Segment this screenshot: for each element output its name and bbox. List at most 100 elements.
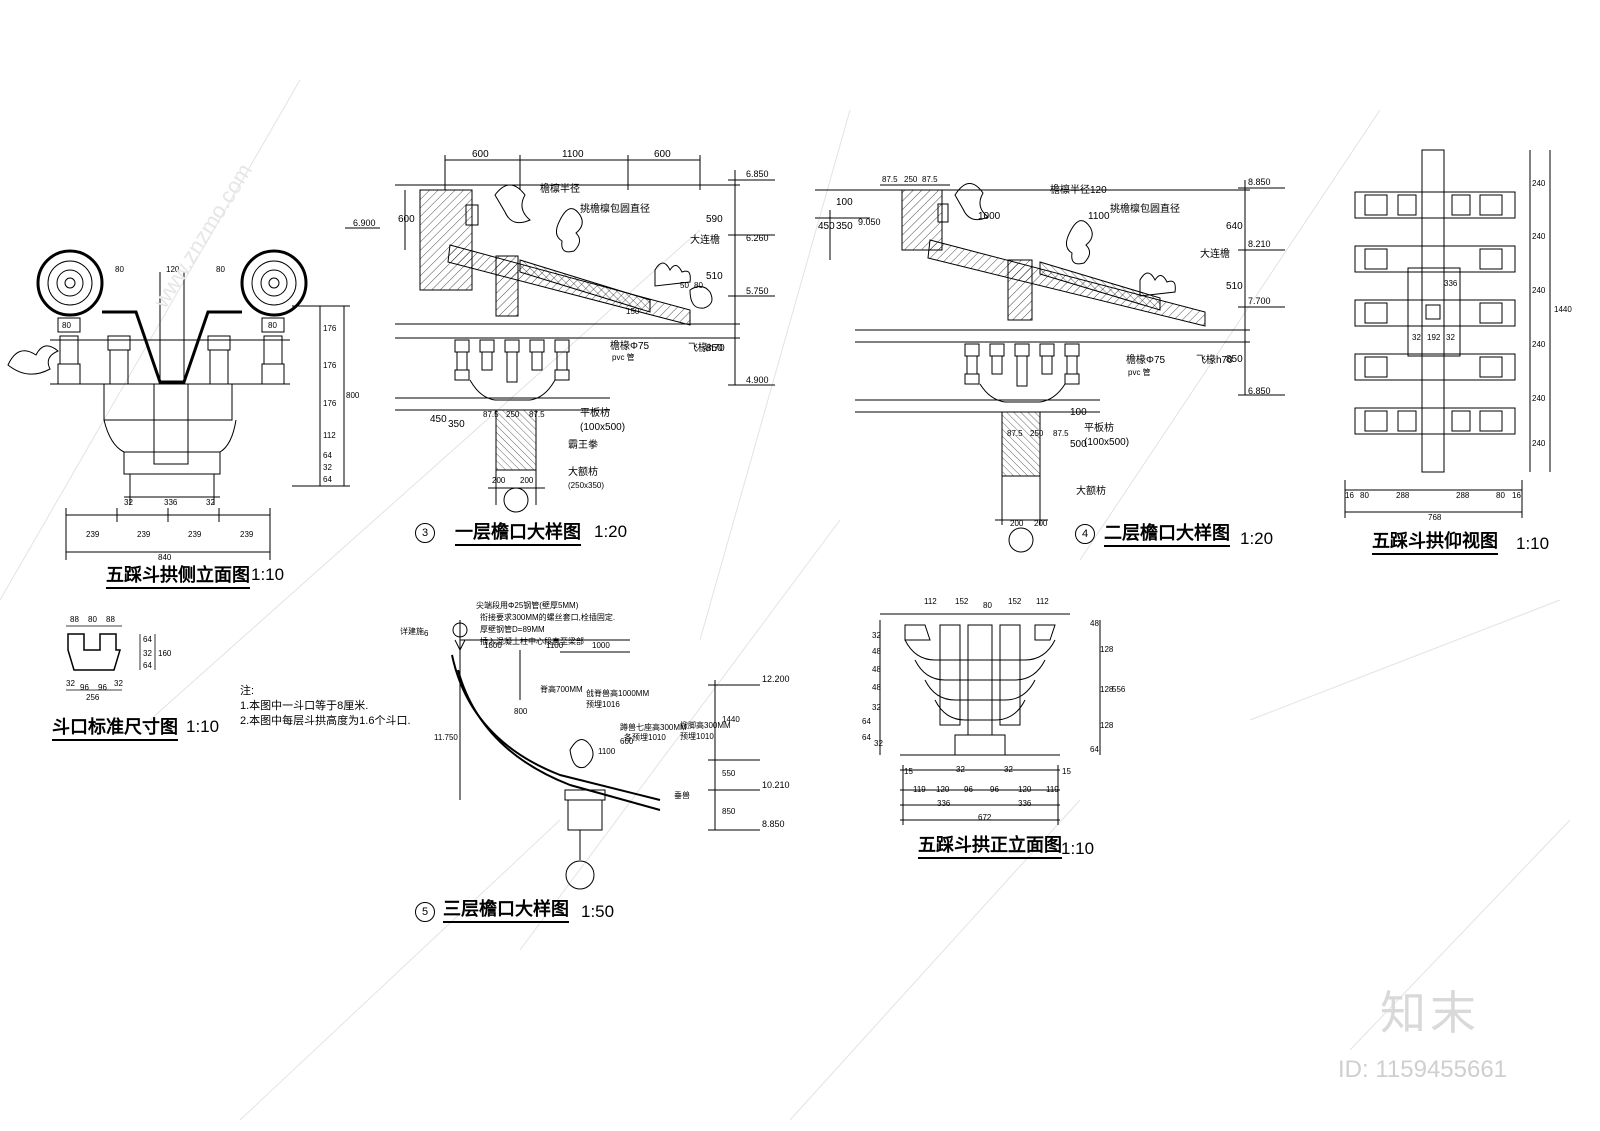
dim: 200 bbox=[492, 476, 506, 485]
lintel-label: 大额枋 bbox=[568, 467, 598, 478]
dim: 88 bbox=[106, 615, 115, 624]
watermark-logo: 知末 bbox=[1380, 986, 1480, 1040]
dim: 32 bbox=[206, 498, 215, 507]
dim: 80 bbox=[62, 321, 71, 330]
dim: 50 bbox=[680, 281, 689, 290]
dim: 550 bbox=[722, 769, 736, 778]
dim: 176 bbox=[323, 324, 337, 333]
dim-total: 160 bbox=[158, 649, 172, 658]
dim: 80 bbox=[1496, 491, 1505, 500]
flat-beam-size: (100x500) bbox=[580, 422, 626, 433]
dim: 336 bbox=[1444, 279, 1458, 288]
dim: 119 bbox=[1046, 785, 1059, 794]
elevation-mark: 8.850 bbox=[762, 819, 785, 829]
watermark-diagonals bbox=[0, 79, 1571, 1121]
dim: 240 bbox=[1532, 340, 1546, 349]
lintel-label: 大额枋 bbox=[1076, 486, 1106, 497]
dim: 32 bbox=[874, 739, 883, 748]
dim: 590 bbox=[706, 214, 723, 225]
eave2-title: 二层檐口大样图 bbox=[1104, 524, 1230, 547]
dim: 240 bbox=[1532, 286, 1546, 295]
eave3-title: 三层檐口大样图 bbox=[443, 900, 569, 923]
purlin-radius-label: 檐檩半径 bbox=[540, 184, 580, 195]
rafter-label: 檐椽Φ75 bbox=[1126, 355, 1166, 366]
dim: 200 bbox=[1010, 519, 1024, 528]
dim: 240 bbox=[1532, 394, 1546, 403]
elevation-mark: 9.050 bbox=[858, 217, 881, 227]
dim: 350 bbox=[448, 419, 465, 430]
dim: 600 bbox=[472, 149, 489, 160]
dim: 119 bbox=[913, 785, 926, 794]
side-elevation-scale: 1:10 bbox=[251, 565, 285, 584]
dim: 250 bbox=[506, 410, 520, 419]
dim: 64 bbox=[323, 451, 332, 460]
dim-total: 256 bbox=[86, 693, 100, 702]
eave2-number: 4 bbox=[1075, 524, 1095, 544]
dim: 250 bbox=[904, 175, 918, 184]
dim: 1100 bbox=[546, 641, 564, 650]
flying-rafter-label: 飞椽h70 bbox=[1196, 355, 1233, 366]
flat-beam-label: 平板枋 bbox=[1084, 423, 1114, 434]
dim: 510 bbox=[1226, 281, 1243, 292]
notes-line-2: 2.本图中每层斗拱高度为1.6个斗口. bbox=[240, 715, 411, 727]
elevation-mark: 6.850 bbox=[1248, 386, 1271, 396]
dim: 850 bbox=[722, 807, 736, 816]
dim: 80 bbox=[216, 265, 225, 274]
dim: 87.5 bbox=[922, 175, 938, 184]
dim: 32 bbox=[323, 463, 332, 472]
dim: 16 bbox=[1345, 491, 1354, 500]
dim: 1000 bbox=[978, 211, 1001, 222]
dim: 150 bbox=[626, 307, 640, 316]
dim: 48 bbox=[872, 665, 881, 674]
dim: 1800 bbox=[484, 641, 502, 650]
dim: 32 bbox=[872, 703, 881, 712]
flying-rafter-label: 飞椽h70 bbox=[688, 343, 725, 354]
dim: 48 bbox=[1090, 619, 1099, 628]
dim: 48 bbox=[872, 647, 881, 656]
notes-line-1: 1.本图中一斗口等于8厘米. bbox=[240, 700, 369, 712]
dim: 850 bbox=[706, 343, 723, 354]
elevation-mark: 12.200 bbox=[762, 674, 790, 684]
embed-1010: 预埋1010 bbox=[680, 732, 714, 741]
dim: 200 bbox=[1034, 519, 1048, 528]
purlin-radius-label: 檐檩半径120 bbox=[1050, 185, 1107, 196]
dim: 96 bbox=[80, 683, 89, 692]
dim: 100 bbox=[836, 197, 853, 208]
dim: 32 bbox=[124, 498, 133, 507]
eave2-scale: 1:20 bbox=[1240, 529, 1274, 548]
dim: 96 bbox=[990, 785, 999, 794]
side-elevation-drawing bbox=[7, 249, 350, 560]
dim: 120 bbox=[166, 265, 180, 274]
dim: 100 bbox=[1070, 407, 1087, 418]
dim: 850 bbox=[1226, 354, 1243, 365]
dim: 80 bbox=[694, 281, 703, 290]
dim: 64 bbox=[862, 733, 871, 742]
dim: 500 bbox=[1070, 439, 1087, 450]
dim: 87.5 bbox=[882, 175, 898, 184]
bottom-view-title: 五踩斗拱仰视图 bbox=[1372, 532, 1498, 555]
bottom-view-scale: 1:10 bbox=[1516, 534, 1550, 553]
eave3-detail-drawing bbox=[451, 620, 760, 890]
dim: 152 bbox=[1008, 597, 1022, 606]
purlin-diameter-label: 挑檐檩包圆直径 bbox=[580, 204, 650, 215]
dim-total: 672 bbox=[978, 813, 992, 822]
lintel-size: (250x350) bbox=[568, 481, 605, 490]
purlin-diameter-label: 挑檐檩包圆直径 bbox=[1110, 204, 1180, 215]
socket-size-scale: 1:10 bbox=[186, 717, 220, 736]
dim: 32 bbox=[66, 679, 75, 688]
dim: 250 bbox=[1030, 429, 1044, 438]
dim: 192 bbox=[1427, 333, 1441, 342]
dim: 240 bbox=[1532, 179, 1546, 188]
elevation-mark: 6.260 bbox=[746, 233, 769, 243]
dim: 128 bbox=[1100, 645, 1114, 654]
dim: 64 bbox=[862, 717, 871, 726]
dim: 1000 bbox=[592, 641, 610, 650]
dim: 1100 bbox=[562, 149, 584, 160]
beast-height: 戗脊兽高1000MM bbox=[586, 689, 650, 698]
dim: 336 bbox=[1018, 799, 1032, 808]
eave2-detail-drawing bbox=[815, 180, 1285, 553]
front-elevation-scale: 1:10 bbox=[1061, 839, 1095, 858]
eave1-number: 3 bbox=[415, 523, 435, 543]
dim: 240 bbox=[1532, 439, 1546, 448]
